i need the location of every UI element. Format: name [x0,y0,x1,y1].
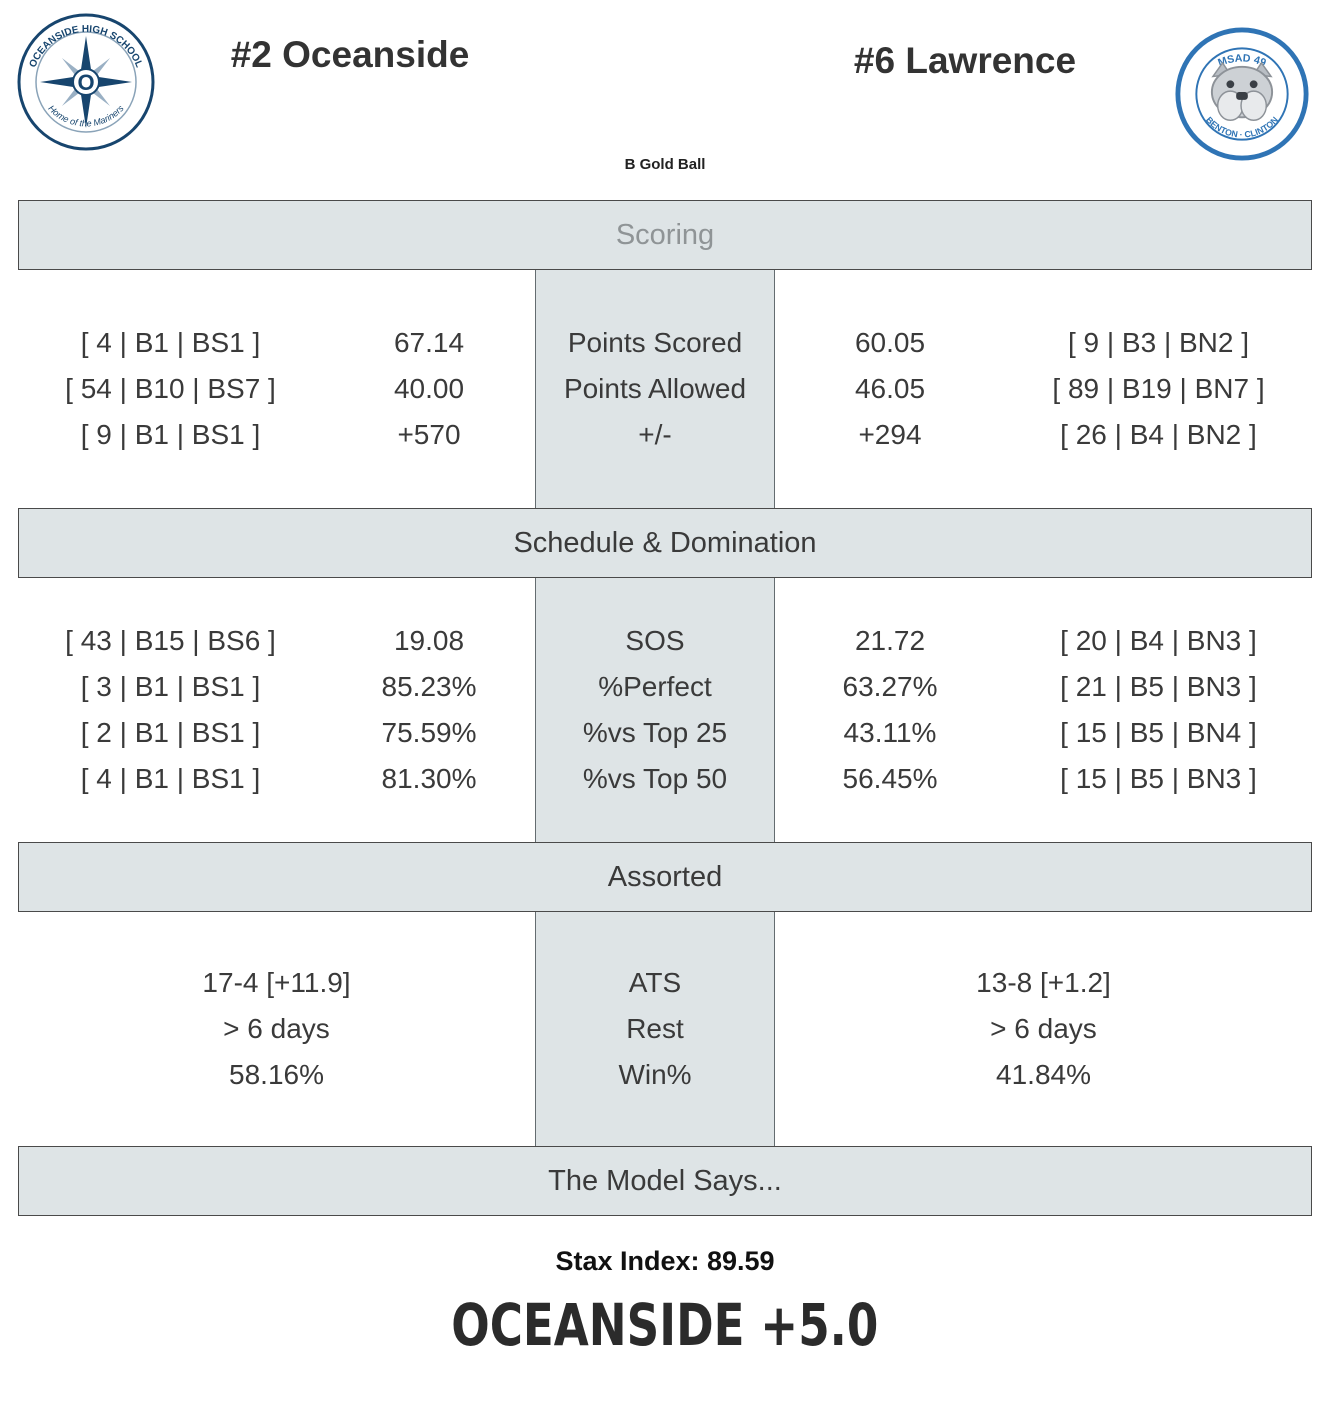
lawrence-schedule-values: 21.72 63.27% 43.11% 56.45% [775,618,1005,802]
stax-index: Stax Index: 89.59 [555,1246,775,1276]
oceanside-value: 40.00 [393,373,465,404]
scoring-body: [ 4 | B1 | BS1 ] [ 54 | B10 | BS7 ] [ 9 … [18,270,1312,508]
lawrence-rank: [ 15 | B5 | BN4 ] [1060,717,1257,748]
lawrence-assorted-values: 13-8 [+1.2] > 6 days 41.84% [775,960,1312,1098]
section-header-scoring: Scoring [18,200,1312,270]
lawrence-value: 41.84% [996,1059,1091,1090]
lawrence-rank: [ 9 | B3 | BN2 ] [1067,327,1250,358]
event-label: B Gold Ball [624,156,706,173]
assorted-metric-labels: ATS Rest Win% [535,912,775,1146]
oceanside-value: +570 [397,419,461,450]
oceanside-logo-graphic: OCEANSIDE HIGH SCHOOL Home of the Marine… [17,13,155,151]
lawrence-value: 13-8 [+1.2] [976,967,1111,998]
oceanside-rank: [ 2 | B1 | BS1 ] [80,717,261,748]
lawrence-scoring-values: 60.05 46.05 +294 [775,320,1005,458]
msad49-bulldog-logo: MSAD 49 BENTON · CLINTON [1174,26,1310,167]
model-prediction: OCEANSIDE +5.0 [451,1291,879,1359]
lawrence-rank: [ 15 | B5 | BN3 ] [1060,763,1257,794]
section-title-assorted: Assorted [607,860,723,893]
metric-label: %vs Top 50 [582,763,728,794]
oceanside-rank: [ 4 | B1 | BS1 ] [80,327,261,358]
lawrence-value: 21.72 [854,625,926,656]
model-prediction-wrap: OCEANSIDE +5.0 [0,1291,1330,1359]
oceanside-rank: [ 43 | B15 | BS6 ] [65,625,276,656]
oceanside-value: 67.14 [393,327,465,358]
oceanside-value: 81.30% [381,763,477,794]
lawrence-value: 56.45% [842,763,938,794]
lawrence-rank: [ 89 | B19 | BN7 ] [1052,373,1265,404]
oceanside-rank: [ 4 | B1 | BS1 ] [80,763,261,794]
lawrence-schedule-ranks: [ 20 | B4 | BN3 ] [ 21 | B5 | BN3 ] [ 15… [1005,618,1312,802]
header: OCEANSIDE HIGH SCHOOL Home of the Marine… [0,0,1330,200]
lawrence-value: 43.11% [843,717,937,748]
away-team-title: #6 Lawrence [853,40,1077,81]
metric-label: Win% [618,1059,692,1090]
schedule-body: [ 43 | B15 | BS6 ] [ 3 | B1 | BS1 ] [ 2 … [18,578,1312,842]
oceanside-rank: [ 3 | B1 | BS1 ] [80,671,261,702]
lawrence-rank: [ 21 | B5 | BN3 ] [1060,671,1257,702]
oceanside-center-letter: O [77,70,94,95]
msad49-logo-graphic: MSAD 49 BENTON · CLINTON [1175,27,1309,161]
svg-text:MSAD 49: MSAD 49 [1216,52,1267,69]
lawrence-value: 46.05 [854,373,926,404]
oceanside-value: 75.59% [381,717,477,748]
lawrence-value: 60.05 [854,327,926,358]
oceanside-schedule-values: 19.08 85.23% 75.59% 81.30% [323,618,535,802]
bulldog-face [1210,61,1274,121]
lawrence-value: 63.27% [842,671,938,702]
assorted-body: 17-4 [+11.9] > 6 days 58.16% ATS Rest Wi… [18,912,1312,1146]
scoring-metric-labels: Points Scored Points Allowed +/- [535,270,775,508]
oceanside-value: 58.16% [229,1059,324,1090]
oceanside-value: > 6 days [223,1013,330,1044]
oceanside-scoring-ranks: [ 4 | B1 | BS1 ] [ 54 | B10 | BS7 ] [ 9 … [18,320,323,458]
oceanside-schedule-ranks: [ 43 | B15 | BS6 ] [ 3 | B1 | BS1 ] [ 2 … [18,618,323,802]
lawrence-rank: [ 20 | B4 | BN3 ] [1060,625,1257,656]
section-title-schedule: Schedule & Domination [513,526,817,559]
home-team-title: #2 Oceanside [230,34,470,75]
oceanside-value: 19.08 [393,625,465,656]
oceanside-value: 85.23% [381,671,477,702]
oceanside-compass-logo: OCEANSIDE HIGH SCHOOL Home of the Marine… [16,12,156,157]
lawrence-scoring-ranks: [ 9 | B3 | BN2 ] [ 89 | B19 | BN7 ] [ 26… [1005,320,1312,458]
metric-label: Rest [626,1013,684,1044]
section-header-schedule: Schedule & Domination [18,508,1312,578]
metric-label: ATS [628,967,682,998]
section-title-scoring: Scoring [615,218,715,251]
section-title-model: The Model Says... [548,1164,782,1197]
section-header-model: The Model Says... [18,1146,1312,1216]
msad49-ring-top-text: MSAD 49 [1216,52,1267,69]
oceanside-assorted-values: 17-4 [+11.9] > 6 days 58.16% [18,960,535,1098]
metric-label: +/- [638,419,672,450]
metric-label: %vs Top 25 [582,717,728,748]
oceanside-rank: [ 54 | B10 | BS7 ] [65,373,276,404]
metric-label: Points Allowed [563,373,747,404]
schedule-metric-labels: SOS %Perfect %vs Top 25 %vs Top 50 [535,578,775,842]
lawrence-value: +294 [858,419,922,450]
oceanside-value: 17-4 [+11.9] [202,967,351,998]
metric-label: Points Scored [567,327,743,358]
metric-label: SOS [625,625,685,656]
lawrence-value: > 6 days [990,1013,1097,1044]
oceanside-scoring-values: 67.14 40.00 +570 [323,320,535,458]
oceanside-rank: [ 9 | B1 | BS1 ] [80,419,261,450]
lawrence-rank: [ 26 | B4 | BN2 ] [1060,419,1257,450]
section-header-assorted: Assorted [18,842,1312,912]
metric-label: %Perfect [598,671,712,702]
